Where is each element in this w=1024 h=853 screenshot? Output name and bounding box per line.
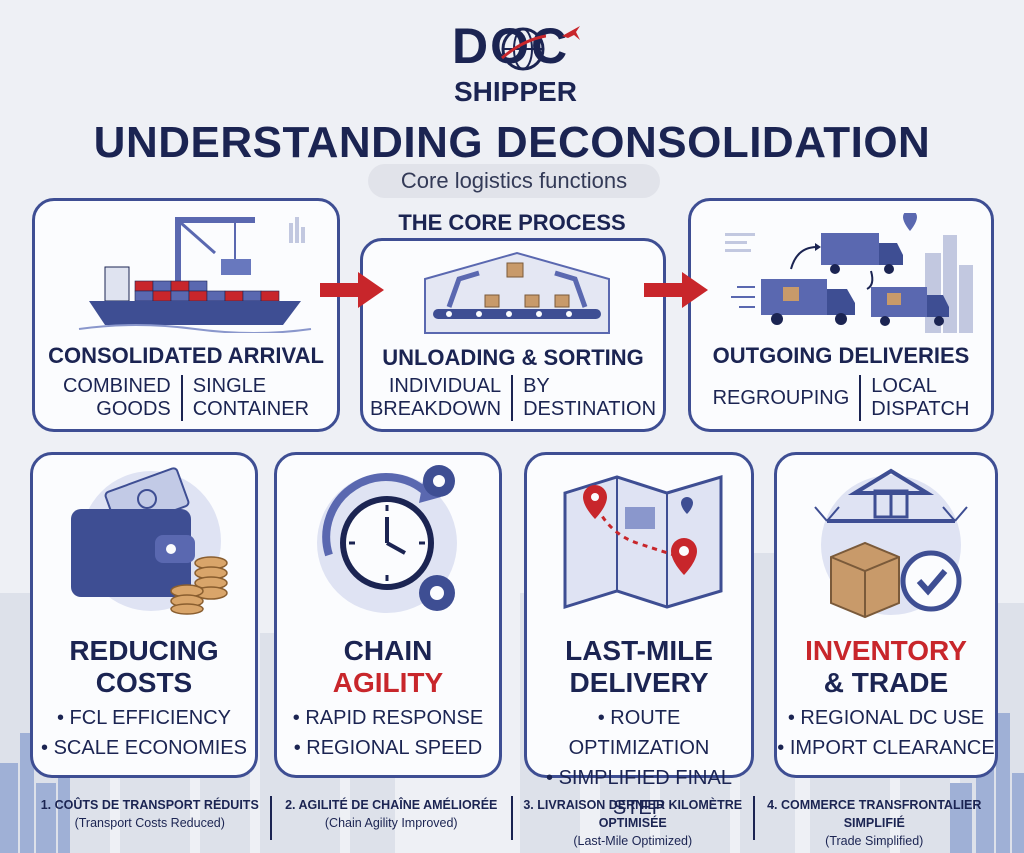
docshipper-logo: DOC SHIPPER [452,18,582,110]
benefit-title-line1: REDUCING [69,635,219,666]
process-label-left: REGROUPING [712,386,850,409]
process-title-unloading-sorting: UNLOADING & SORTING [382,345,644,370]
benefit-bullets: • FCL EFFICIENCY • SCALE ECONOMIES [33,703,255,763]
process-pair-unloading-sorting: INDIVIDUAL BREAKDOWN BY DESTINATION [363,375,663,421]
process-card-unloading-sorting: UNLOADING & SORTING INDIVIDUAL BREAKDOWN… [360,238,666,432]
footer-item: 1. COÛTS DE TRANSPORT RÉDUITS (Transport… [30,796,272,840]
footer-item-bold: 4. COMMERCE TRANSFRONTALIER SIMPLIFIÉ [767,798,982,830]
footer-item-rest: (Last-Mile Optimized) [573,834,693,848]
benefit-card-inventory-trade: INVENTORY & TRADE • REGIONAL DC USE • IM… [774,452,998,778]
footer-item-rest: (Chain Agility Improved) [324,816,458,830]
benefit-bullet: • RAPID RESPONSE [292,707,484,729]
process-title-outgoing-deliveries: OUTGOING DELIVERIES [712,343,970,368]
wallet-coins-icon [71,467,228,615]
process-label-right: LOCAL DISPATCH [859,375,969,421]
benefit-title-line1: INVENTORY [805,635,967,666]
process-label-right: SINGLE CONTAINER [180,375,309,421]
right-arrow-icon [644,272,708,308]
map-pins-icon [563,474,723,610]
process-pair-consolidated-arrival: COMBINED GOODS SINGLE CONTAINER [35,375,337,421]
footer-item: 3. LIVRAISON DERNIER KILOMÈTRE OPTIMISÉE… [513,796,755,848]
clock-gears-icon [317,465,457,613]
benefit-bullet: • FCL EFFICIENCY [56,707,232,729]
core-process-title: THE CORE PROCESS [398,210,626,235]
process-label-left: INDIVIDUAL BREAKDOWN [369,375,502,420]
scale-box-icon [814,468,968,619]
process-label-right: BY DESTINATION [511,375,656,421]
footer-item-rest: (Transport Costs Reduced) [74,816,225,830]
process-label-left: COMBINED GOODS [62,375,171,420]
globe-icon [501,27,546,71]
process-card-outgoing-deliveries: OUTGOING DELIVERIES REGROUPING LOCAL DIS… [688,198,994,432]
right-arrow-icon [320,272,384,308]
benefit-bullet: • SIMPLIFIED FINAL STEP [546,767,732,819]
benefit-card-reducing-costs: REDUCING COSTS • FCL EFFICIENCY • SCALE … [30,452,258,778]
footer-item: 4. COMMERCE TRANSFRONTALIER SIMPLIFIÉ (T… [755,796,995,848]
benefit-title-line1: LAST-MILE [565,635,713,666]
benefit-title-line1: CHAIN [343,635,433,666]
footer-item-bold: 1. COÛTS DE TRANSPORT RÉDUITS [40,798,259,812]
airplane-icon [562,26,580,40]
benefit-title-line2: COSTS [95,667,193,698]
benefit-title-line2: & TRADE [823,667,949,698]
process-pair-outgoing-deliveries: REGROUPING LOCAL DISPATCH [691,375,991,421]
benefit-bullet: • ROUTE OPTIMIZATION [568,707,710,759]
footer-item-rest: (Trade Simplified) [825,834,924,848]
benefit-card-chain-agility: CHAIN AGILITY • RAPID RESPONSE • REGIONA… [274,452,502,778]
footer-item-bold: 2. AGILITÉ DE CHAÎNE AMÉLIORÉE [285,798,498,812]
benefit-card-last-mile: LAST-MILE DELIVERY • ROUTE OPTIMIZATION … [524,452,754,819]
benefit-bullet: • IMPORT CLEARANCE [777,737,995,759]
benefit-bullet: • SCALE ECONOMIES [41,737,247,759]
page-title: UNDERSTANDING DECONSOLIDATION [93,118,931,167]
benefit-title-line2: AGILITY [332,667,444,698]
footer-item: 2. AGILITÉ DE CHAÎNE AMÉLIORÉE (Chain Ag… [272,796,513,840]
benefit-title-line2: DELIVERY [569,667,709,698]
page-subtitle: Core logistics functions [368,164,660,198]
process-card-consolidated-arrival: CONSOLIDATED ARRIVAL COMBINED GOODS SING… [32,198,340,432]
sorting-robot-icon [424,251,610,334]
benefit-bullets: • ROUTE OPTIMIZATION • SIMPLIFIED FINAL … [527,703,751,823]
benefit-bullet: • REGIONAL SPEED [293,737,483,759]
process-title-consolidated-arrival: CONSOLIDATED ARRIVAL [48,343,324,368]
footer-summary: 1. COÛTS DE TRANSPORT RÉDUITS (Transport… [30,796,995,848]
benefit-bullets: • RAPID RESPONSE • REGIONAL SPEED [277,703,499,763]
delivery-trucks-icon [725,213,973,333]
logo-text-shipper: SHIPPER [454,76,577,107]
footer-item-bold: 3. LIVRAISON DERNIER KILOMÈTRE OPTIMISÉE [523,798,743,830]
benefit-bullets: • REGIONAL DC USE • IMPORT CLEARANCE [777,703,995,763]
benefit-bullet: • REGIONAL DC USE [787,707,985,729]
cargo-ship-icon [78,217,312,333]
